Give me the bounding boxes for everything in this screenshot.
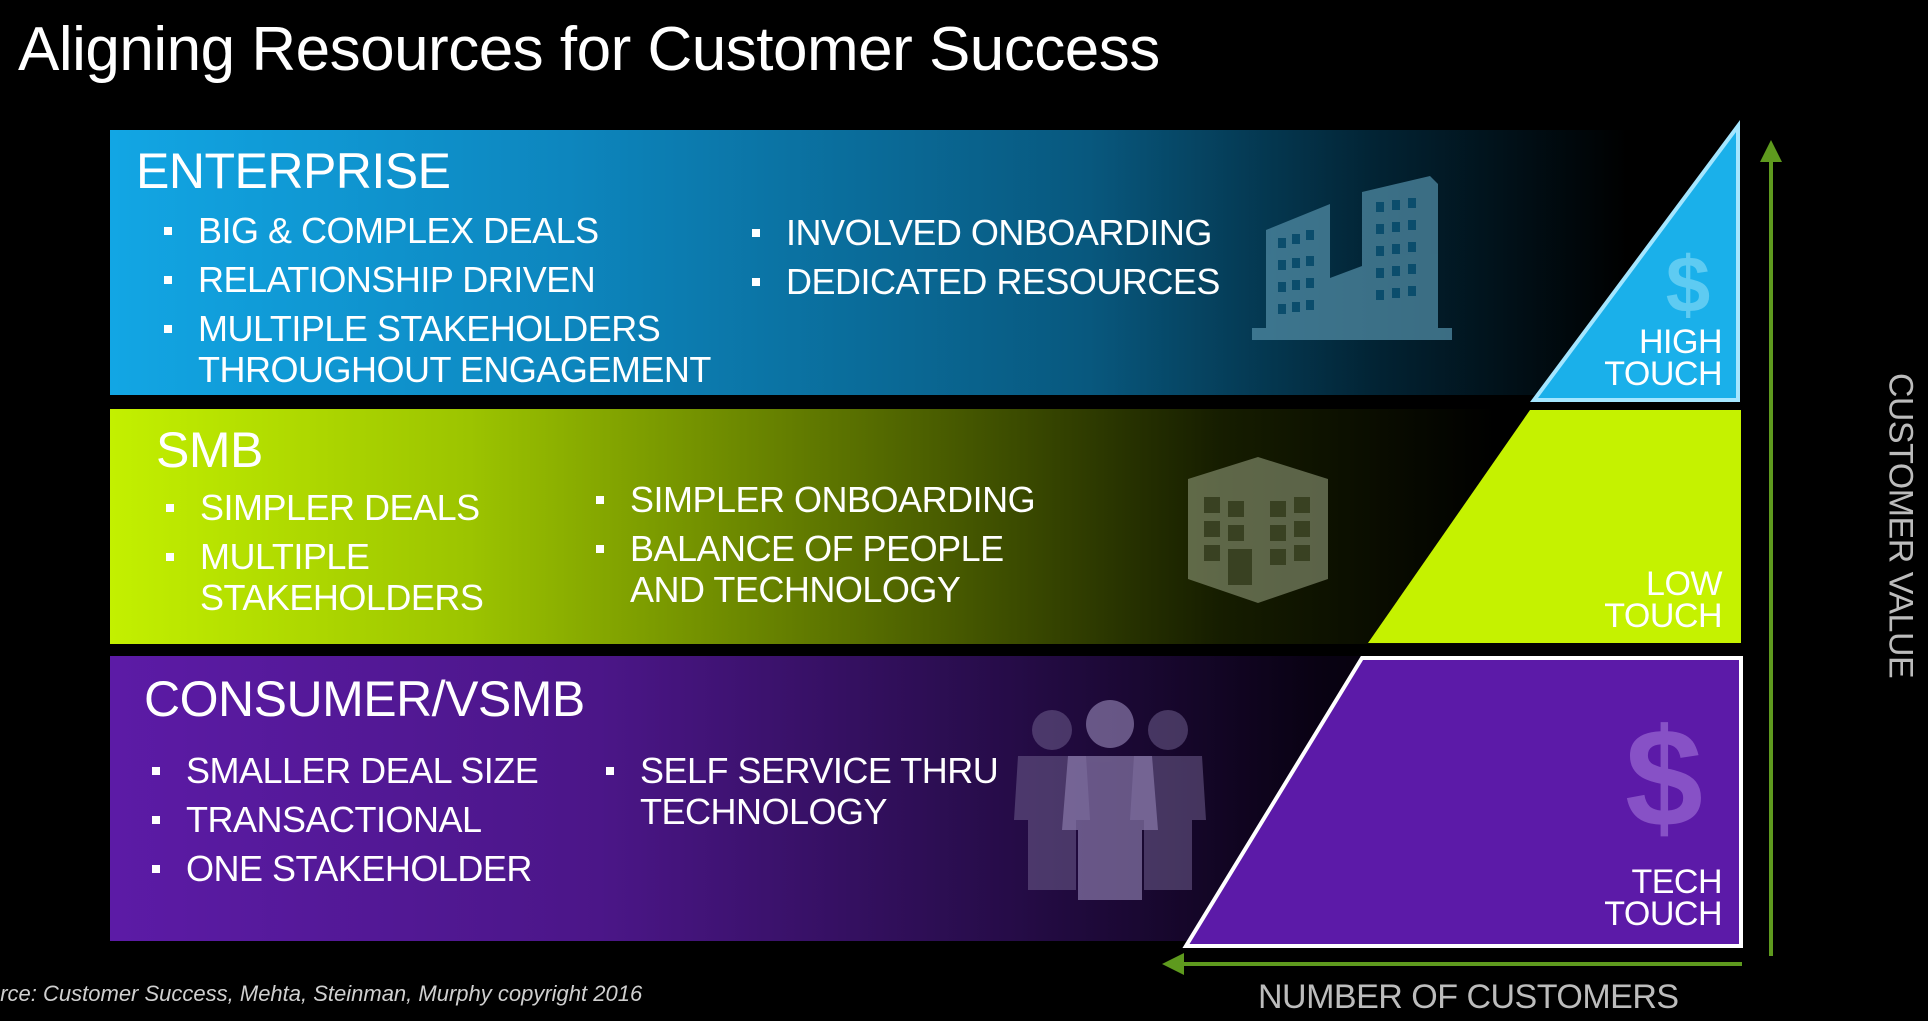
consumer-title: CONSUMER/VSMB bbox=[144, 671, 585, 727]
enterprise-bullets-left: BIG & COMPLEX DEALS RELATIONSHIP DRIVEN … bbox=[164, 210, 724, 395]
low-touch-label: LOW TOUCH bbox=[1604, 565, 1722, 635]
high-touch-triangle bbox=[1530, 119, 1740, 402]
consumer-bullets-right: SELF SERVICE THRU TECHNOLOGY bbox=[606, 750, 1006, 840]
list-item: INVOLVED ONBOARDING bbox=[752, 212, 1272, 253]
building-cube-icon bbox=[1188, 457, 1328, 603]
list-item: TRANSACTIONAL bbox=[152, 799, 552, 840]
list-item: SELF SERVICE THRU TECHNOLOGY bbox=[606, 750, 1006, 832]
list-item: MULTIPLE STAKEHOLDERS THROUGHOUT ENGAGEM… bbox=[164, 308, 724, 390]
tier-label-line: TOUCH bbox=[1604, 895, 1722, 933]
enterprise-bullets-right: INVOLVED ONBOARDING DEDICATED RESOURCES bbox=[752, 212, 1272, 310]
list-item: SMALLER DEAL SIZE bbox=[152, 750, 552, 791]
smb-title: SMB bbox=[156, 422, 263, 478]
x-axis-label: NUMBER OF CUSTOMERS bbox=[1258, 978, 1679, 1016]
high-touch-label: HIGH TOUCH bbox=[1604, 323, 1722, 393]
tier-label-line: TOUCH bbox=[1604, 597, 1722, 635]
list-item: SIMPLER ONBOARDING bbox=[596, 479, 1056, 520]
tier-label-line: LOW bbox=[1646, 565, 1722, 603]
dollar-icon: $ bbox=[1666, 240, 1711, 329]
list-item: MULTIPLE STAKEHOLDERS bbox=[166, 536, 496, 618]
list-item: BALANCE OF PEOPLE AND TECHNOLOGY bbox=[596, 528, 1056, 610]
office-buildings-icon bbox=[1252, 176, 1452, 340]
list-item: BIG & COMPLEX DEALS bbox=[164, 210, 724, 251]
tier-label-line: TOUCH bbox=[1604, 355, 1722, 393]
tier-label-line: TECH bbox=[1631, 863, 1722, 901]
list-item: DEDICATED RESOURCES bbox=[752, 261, 1272, 302]
consumer-bullets-left: SMALLER DEAL SIZE TRANSACTIONAL ONE STAK… bbox=[152, 750, 552, 897]
people-group-icon bbox=[1014, 700, 1206, 900]
tier-label-line: HIGH bbox=[1639, 323, 1722, 361]
list-item: ONE STAKEHOLDER bbox=[152, 848, 552, 889]
smb-bullets-left: SIMPLER DEALS MULTIPLE STAKEHOLDERS bbox=[166, 487, 496, 626]
dollar-icon: $ bbox=[1625, 699, 1703, 856]
tech-touch-trapezoid bbox=[1182, 656, 1743, 948]
tech-touch-label: TECH TOUCH bbox=[1604, 863, 1722, 933]
enterprise-band: ENTERPRISE BIG & COMPLEX DEALS RELATIONS… bbox=[110, 130, 1742, 395]
list-item: RELATIONSHIP DRIVEN bbox=[164, 259, 724, 300]
source-citation: urce: Customer Success, Mehta, Steinman,… bbox=[0, 981, 643, 1006]
x-axis-arrowhead bbox=[1162, 953, 1184, 975]
y-axis-arrowhead bbox=[1760, 140, 1782, 162]
enterprise-title: ENTERPRISE bbox=[136, 143, 451, 199]
y-axis-label: CUSTOMER VALUE bbox=[1881, 372, 1920, 679]
slide-title: Aligning Resources for Customer Success bbox=[18, 15, 1160, 84]
list-item: SIMPLER DEALS bbox=[166, 487, 496, 528]
low-touch-trapezoid bbox=[1368, 410, 1741, 643]
smb-bullets-right: SIMPLER ONBOARDING BALANCE OF PEOPLE AND… bbox=[596, 479, 1056, 618]
